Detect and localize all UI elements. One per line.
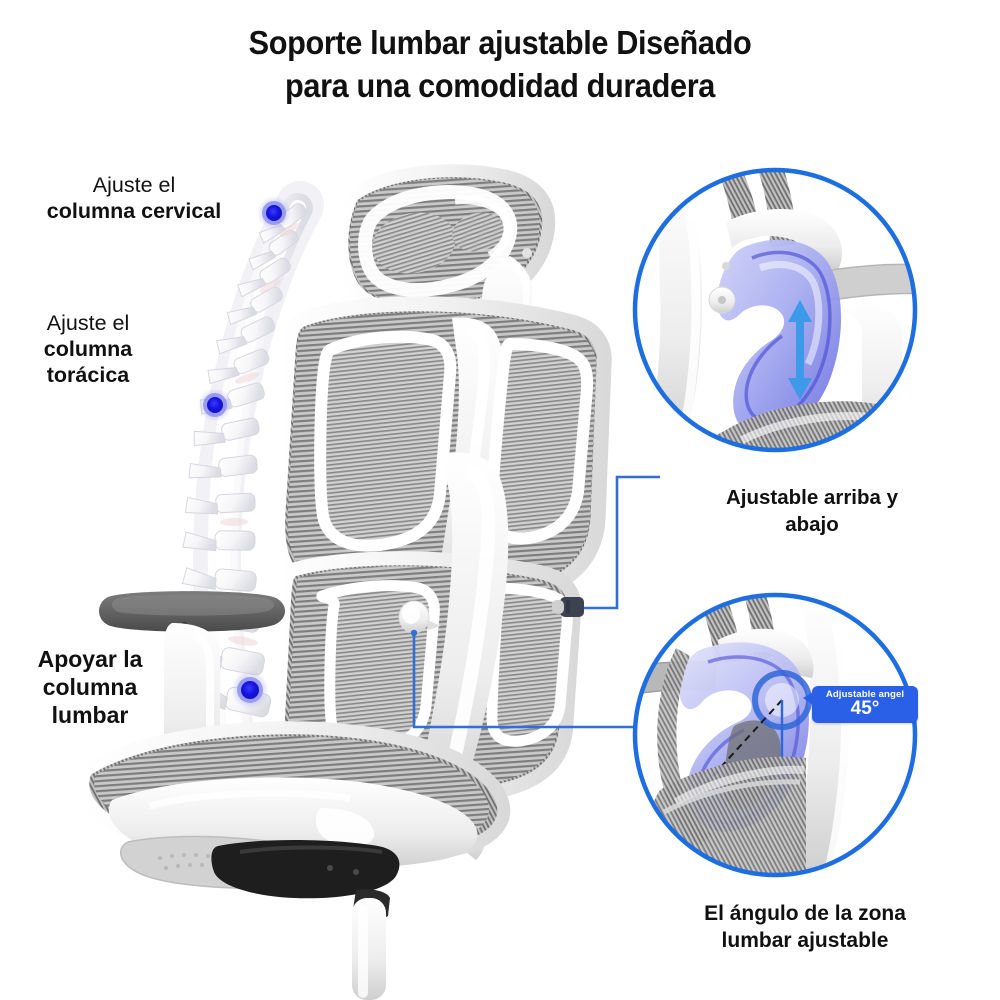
callout-up-down: Ajustable arriba y abajo [672, 484, 952, 538]
connector-lines [410, 475, 668, 729]
title-line-1: Soporte lumbar ajustable Diseñado [248, 24, 752, 61]
chair-mechanism [211, 840, 400, 1000]
callout-cervical: Ajuste el columna cervical [8, 172, 260, 224]
callout-thoracic-title-line1: columna [43, 337, 133, 362]
inset-lumbar-height [632, 167, 918, 453]
badge-value: 45° [850, 698, 880, 720]
callout-lumbar-line3: lumbar [51, 702, 129, 729]
inset-lumbar-angle [632, 592, 918, 878]
callout-up-down-line1: Ajustable arriba y [725, 486, 899, 509]
callout-lumbar: Apoyar la columna lumbar [10, 645, 170, 729]
callout-angle-line1: El ángulo de la zona [704, 902, 906, 925]
badge-caption: Adjustable angel [825, 689, 905, 700]
lumbar-marker [231, 671, 269, 709]
office-chair-illustration [76, 164, 612, 1000]
title-line-2: para una comodidad duradera [285, 66, 715, 104]
callout-cervical-lead: Ajuste el [92, 173, 176, 197]
callout-thoracic-lead: Ajuste el [46, 311, 130, 335]
vertical-double-arrow-icon [788, 300, 812, 400]
connector-updown [584, 475, 660, 610]
thoracic-marker [198, 388, 232, 422]
callout-up-down-line2: abajo [785, 513, 839, 537]
spine-markers [198, 196, 291, 709]
callout-lumbar-line1: Apoyar la [37, 646, 143, 672]
callout-cervical-title: columna cervical [46, 199, 222, 224]
callout-thoracic-title-line2: torácica [46, 363, 130, 388]
page-title: Soporte lumbar ajustable Diseñado para u… [35, 22, 965, 108]
adjustable-angle-badge: Adjustable angel 45° [803, 686, 918, 723]
callout-angle: El ángulo de la zona lumbar ajustable [640, 900, 970, 955]
callout-lumbar-line2: columna [42, 674, 138, 701]
callout-angle-line2: lumbar ajustable [721, 929, 889, 953]
cervical-marker [257, 196, 291, 230]
callout-thoracic: Ajuste el columna torácica [8, 310, 168, 389]
connector-angle [412, 633, 668, 729]
lumbar-height-knob [552, 597, 584, 617]
